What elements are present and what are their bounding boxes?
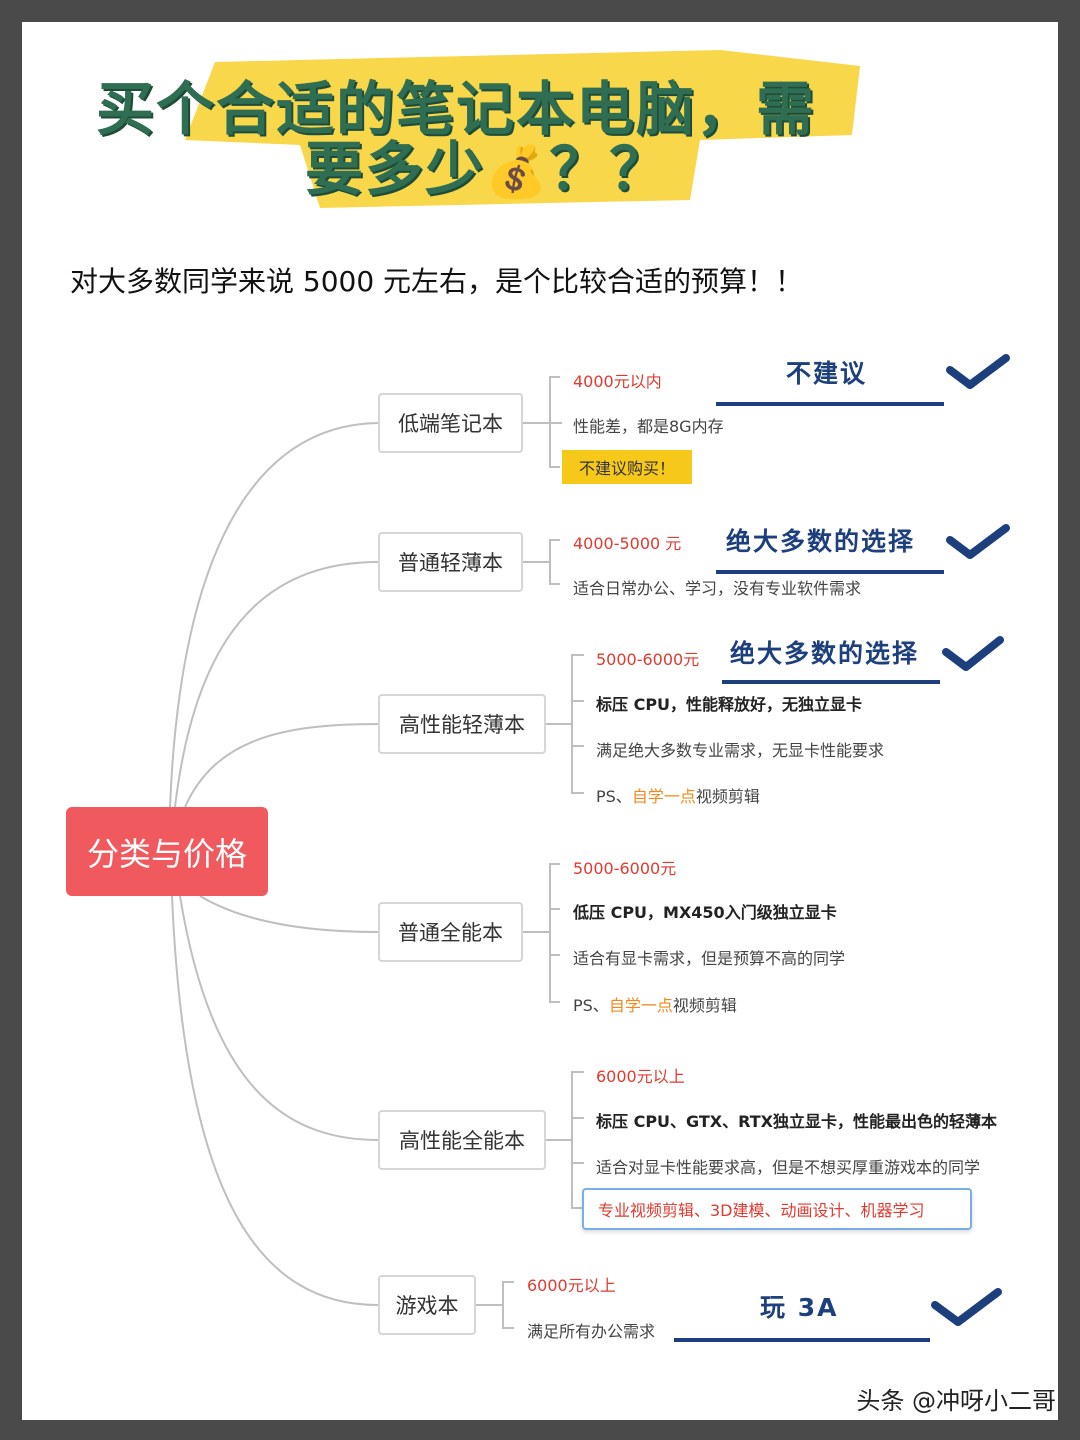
category-high-perf-thin: 高性能轻薄本 bbox=[378, 694, 546, 754]
price-all-round: 5000-6000元 bbox=[573, 859, 677, 878]
connector-4 bbox=[199, 895, 379, 933]
connector-3 bbox=[184, 723, 379, 808]
bracket-4 bbox=[523, 863, 560, 1003]
pro-use-tag: 专业视频剪辑、3D建模、动画设计、机器学习 bbox=[582, 1188, 972, 1230]
money-bag-icon: 💰 bbox=[485, 143, 550, 201]
note-not-recommended: 不建议 bbox=[786, 359, 868, 388]
check-icon-1 bbox=[946, 354, 1010, 389]
title-question-marks: ？？ bbox=[549, 135, 670, 203]
root-node: 分类与价格 bbox=[66, 807, 268, 896]
spec-all-round: 低压 CPU，MX450入门级独立显卡 bbox=[573, 903, 837, 922]
use-all-round: PS、自学一点视频剪辑 bbox=[573, 992, 737, 1016]
use-self-learn: 自学一点 bbox=[608, 996, 673, 1015]
price-high-perf-thin: 5000-6000元 bbox=[596, 650, 700, 669]
connector-1 bbox=[169, 422, 379, 808]
spec-high-perf-all-round: 标压 CPU、GTX、RTX独立显卡，性能最出色的轻薄本 bbox=[596, 1112, 997, 1131]
bracket-1 bbox=[523, 376, 562, 468]
title-line-2: 要多少💰？？ bbox=[305, 140, 669, 198]
connector-6 bbox=[171, 895, 379, 1306]
title-highlight bbox=[185, 50, 860, 208]
bracket-5 bbox=[546, 1071, 584, 1209]
spec-high-perf-thin: 标压 CPU，性能释放好，无独立显卡 bbox=[596, 695, 863, 714]
note-underline-1 bbox=[716, 402, 944, 406]
desc-low-end: 性能差，都是8G内存 bbox=[573, 417, 724, 436]
category-high-perf-all-round: 高性能全能本 bbox=[378, 1110, 546, 1170]
note-play-3a: 玩 3A bbox=[760, 1293, 839, 1322]
category-thin-light: 普通轻薄本 bbox=[378, 532, 523, 592]
bracket-6 bbox=[476, 1281, 514, 1329]
root-connectors bbox=[169, 422, 379, 1306]
price-high-perf-all-round: 6000元以上 bbox=[596, 1067, 685, 1086]
use-high-perf-thin: PS、自学一点视频剪辑 bbox=[596, 783, 760, 807]
watermark: 头条 @冲呀小二哥 bbox=[856, 1387, 1056, 1415]
note-majority-choice-2: 绝大多数的选择 bbox=[730, 639, 920, 668]
connector-2 bbox=[174, 561, 379, 808]
price-thin-light: 4000-5000 元 bbox=[573, 534, 682, 553]
title-line-1: 买个合适的笔记本电脑，需 bbox=[96, 75, 817, 143]
title-text: 要多少 bbox=[305, 135, 486, 203]
desc-high-perf-thin: 满足绝大多数专业需求，无显卡性能要求 bbox=[596, 741, 885, 760]
note-underline-2 bbox=[716, 570, 944, 574]
use-self-learn: 自学一点 bbox=[631, 787, 696, 806]
price-low-end: 4000元以内 bbox=[573, 372, 662, 391]
check-icon-4 bbox=[931, 1288, 1002, 1326]
connector-5 bbox=[179, 895, 379, 1141]
price-gaming: 6000元以上 bbox=[527, 1276, 616, 1295]
desc-high-perf-all-round: 适合对显卡性能要求高，但是不想买厚重游戏本的同学 bbox=[596, 1158, 981, 1177]
desc-all-round: 适合有显卡需求，但是预算不高的同学 bbox=[573, 949, 846, 968]
use-ps: PS、 bbox=[596, 787, 632, 806]
use-ps: PS、 bbox=[573, 996, 609, 1015]
desc-thin-light: 适合日常办公、学习，没有专业软件需求 bbox=[573, 579, 862, 598]
category-all-round: 普通全能本 bbox=[378, 902, 523, 962]
use-video-edit: 视频剪辑 bbox=[695, 787, 760, 806]
use-video-edit: 视频剪辑 bbox=[672, 996, 737, 1015]
check-icon-2 bbox=[946, 524, 1010, 559]
note-majority-choice-1: 绝大多数的选择 bbox=[726, 527, 916, 556]
category-low-end: 低端笔记本 bbox=[378, 393, 523, 453]
note-underline-4 bbox=[674, 1338, 930, 1342]
note-underline-3 bbox=[722, 680, 940, 684]
bracket-connectors bbox=[476, 376, 584, 1329]
check-icon-3 bbox=[942, 636, 1004, 671]
desc-gaming: 满足所有办公需求 bbox=[527, 1322, 656, 1341]
not-recommended-tag: 不建议购买！ bbox=[562, 450, 692, 484]
bracket-3 bbox=[546, 654, 584, 794]
subtitle: 对大多数同学来说 5000 元左右，是个比较合适的预算！！ bbox=[70, 265, 804, 298]
category-gaming: 游戏本 bbox=[378, 1275, 476, 1335]
bracket-2 bbox=[523, 539, 560, 585]
